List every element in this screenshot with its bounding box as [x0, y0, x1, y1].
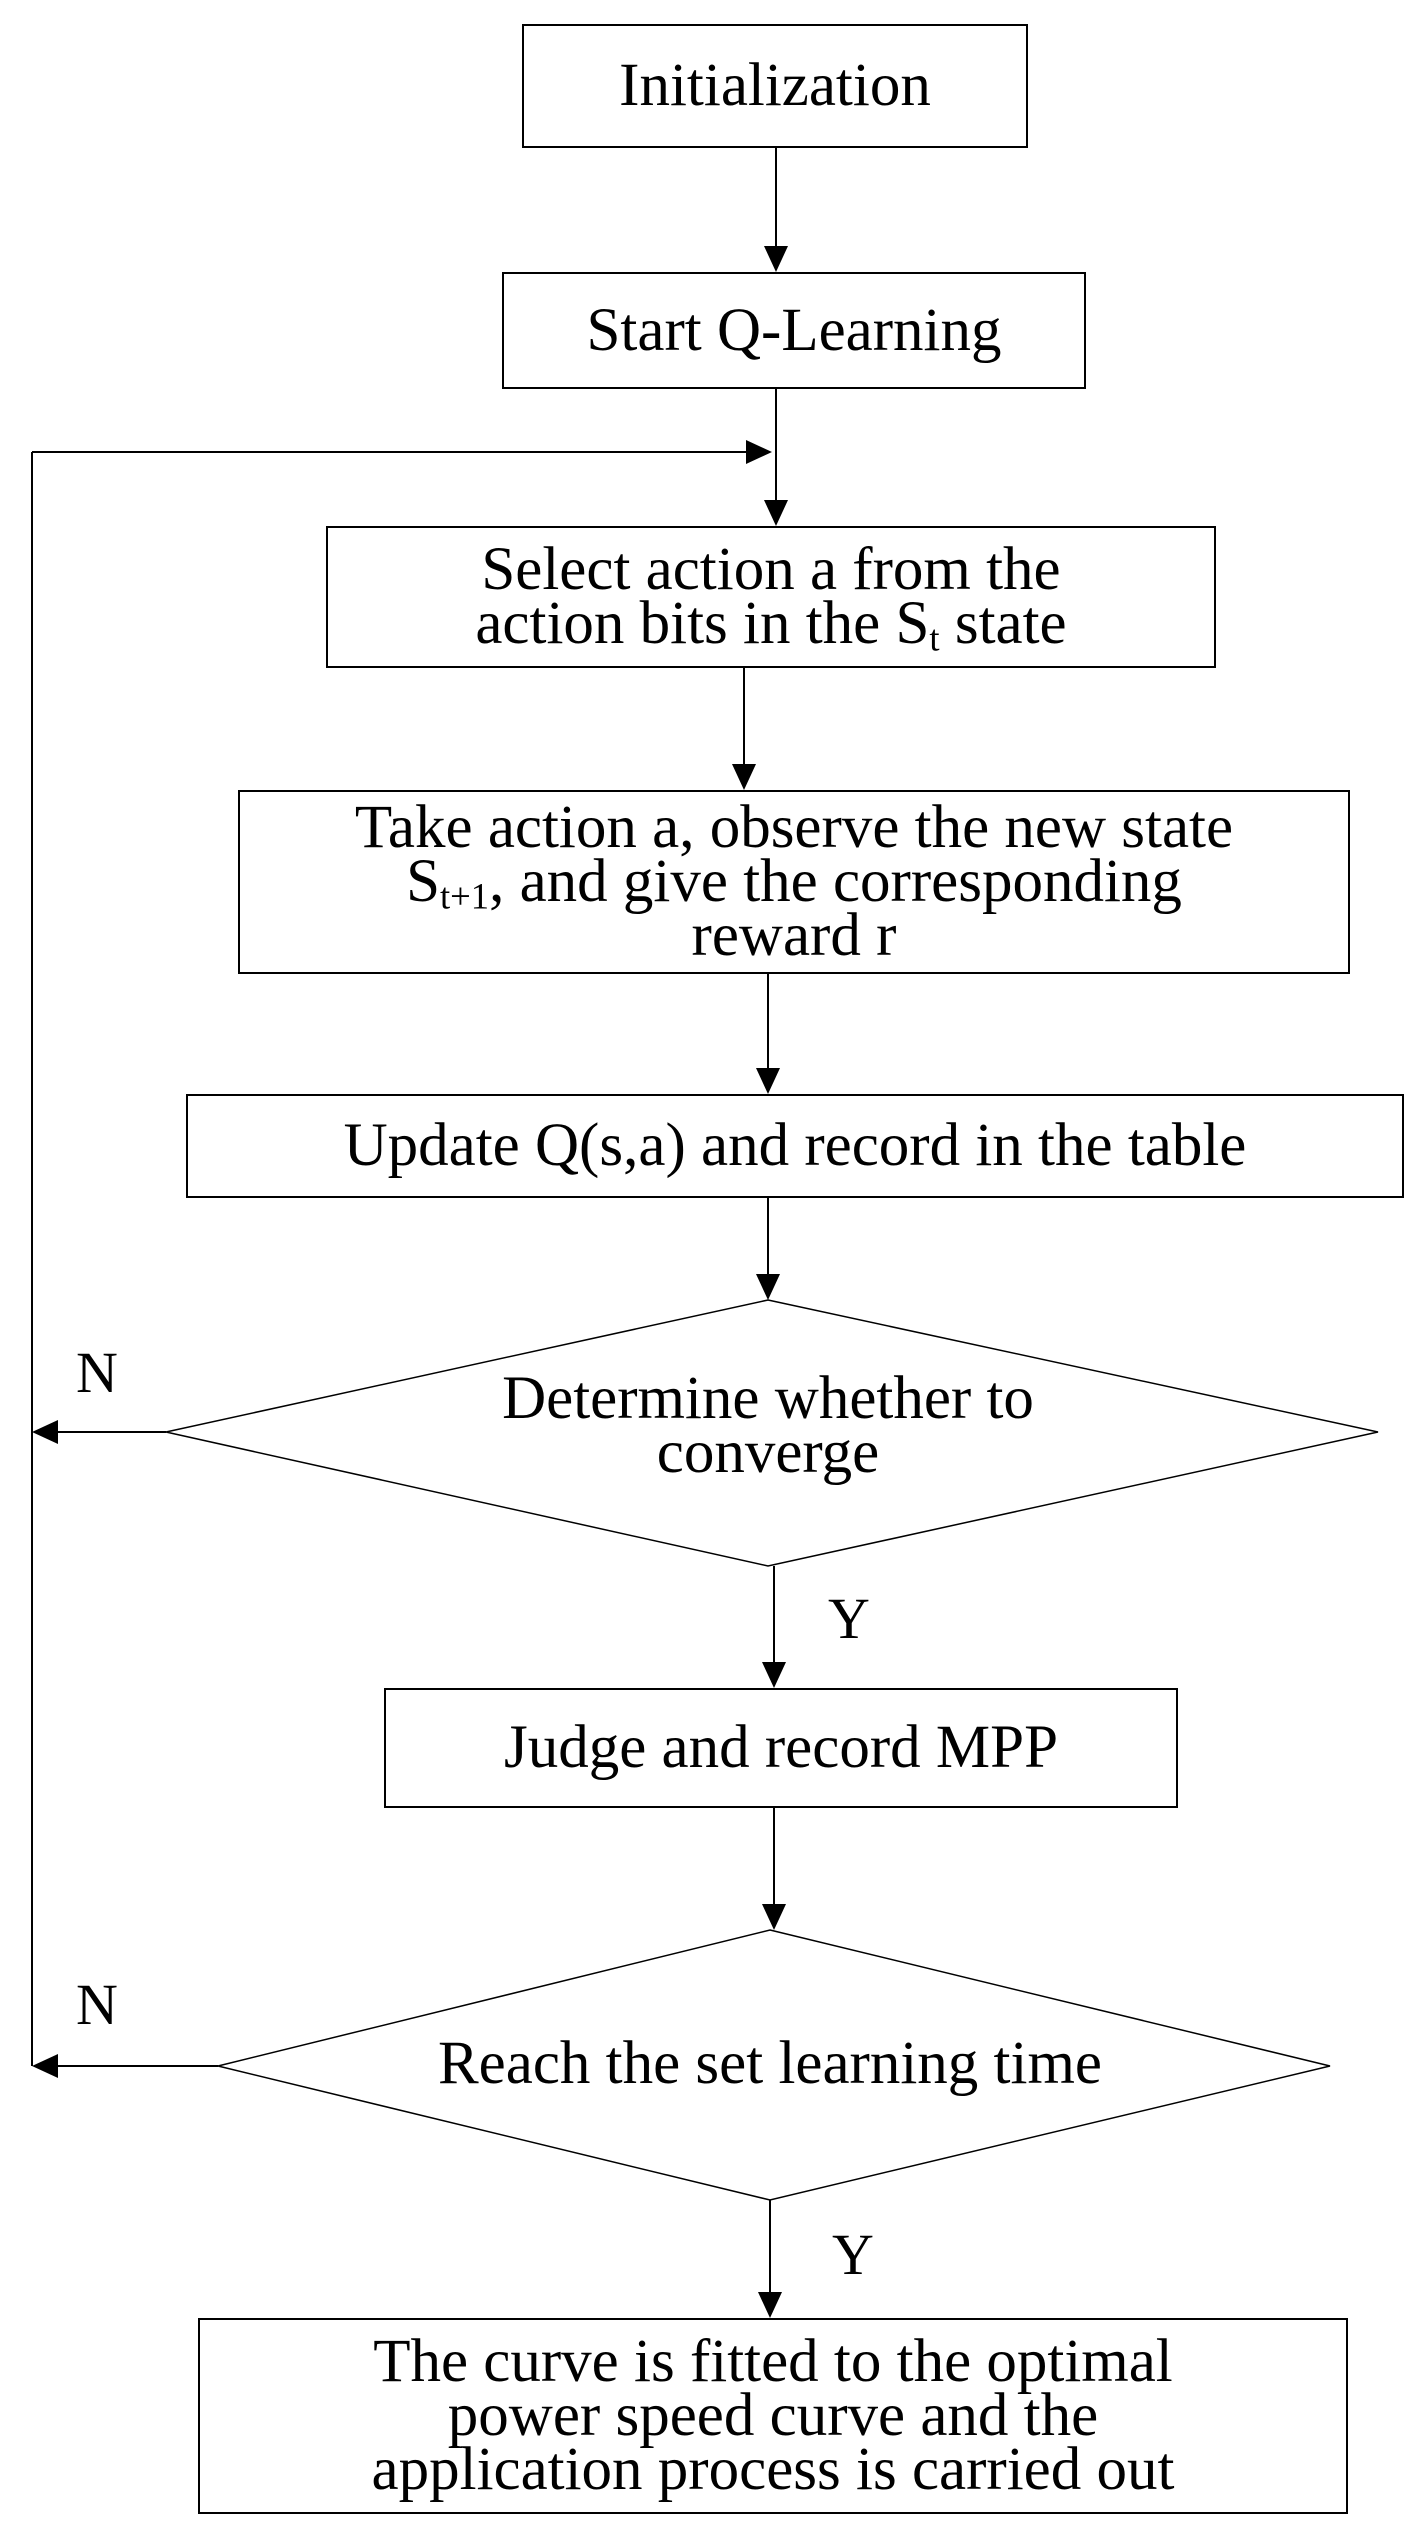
update-q-label: Update Q(s,a) and record in the table: [343, 1112, 1247, 1180]
arrowhead-time-to-final: [758, 2292, 782, 2318]
converge-line1: Determine whether to: [502, 1365, 1034, 1432]
arrowhead-time-no: [32, 2054, 58, 2078]
time-yes-label: Y: [832, 2222, 874, 2287]
initialization-label: Initialization: [619, 52, 931, 120]
arrowhead-update-to-converge: [756, 1274, 780, 1300]
take-action-line1: Take action a, observe the new state: [354, 794, 1234, 862]
time-decision-text: Reach the set learning time: [320, 2030, 1220, 2097]
take-action-line3: reward r: [691, 901, 897, 969]
arrowhead-take-to-update: [756, 1068, 780, 1094]
judge-mpp-label: Judge and record MPP: [503, 1714, 1058, 1782]
time-decision-label: Reach the set learning time: [438, 2030, 1102, 2097]
converge-yes-label: Y: [828, 1586, 870, 1651]
arrowhead-start-to-select: [764, 500, 788, 526]
final-step-line3: application process is carried out: [371, 2435, 1175, 2503]
arrowhead-loop-return: [746, 440, 772, 464]
arrowhead-converge-to-judge: [762, 1662, 786, 1688]
select-action-subscript: t: [929, 617, 940, 659]
select-action-box: Select action a from the action bits in …: [326, 526, 1216, 668]
converge-decision-text: Determine whether to converge: [368, 1365, 1168, 1486]
select-action-line1: Select action a from the: [481, 536, 1061, 604]
judge-mpp-box: Judge and record MPP: [384, 1688, 1178, 1808]
take-action-subscript: t+1: [440, 875, 490, 917]
start-q-learning-box: Start Q-Learning: [502, 272, 1086, 389]
arrowhead-init-to-start: [764, 246, 788, 272]
select-action-line2: action bits in the S: [475, 590, 930, 657]
converge-line2: converge: [656, 1418, 880, 1486]
start-q-learning-label: Start Q-Learning: [586, 296, 1002, 364]
take-action-line2: S: [406, 848, 440, 916]
final-step-box: The curve is fitted to the optimal power…: [198, 2318, 1348, 2514]
arrowhead-judge-to-time: [762, 1904, 786, 1930]
take-action-box: Take action a, observe the new state St+…: [238, 790, 1350, 974]
final-step-line2: power speed curve and the: [447, 2382, 1099, 2450]
select-action-line2-post: state: [939, 590, 1067, 657]
arrowhead-select-to-take: [732, 764, 756, 790]
arrowhead-converge-no: [32, 1420, 58, 1444]
final-step-line1: The curve is fitted to the optimal: [373, 2328, 1173, 2396]
time-no-label: N: [76, 1972, 118, 2037]
converge-decision-diamond: [165, 1299, 1379, 1567]
update-q-box: Update Q(s,a) and record in the table: [186, 1094, 1404, 1198]
initialization-box: Initialization: [522, 24, 1028, 148]
take-action-line2-post: , and give the corresponding: [489, 848, 1182, 916]
converge-no-label: N: [76, 1340, 118, 1405]
